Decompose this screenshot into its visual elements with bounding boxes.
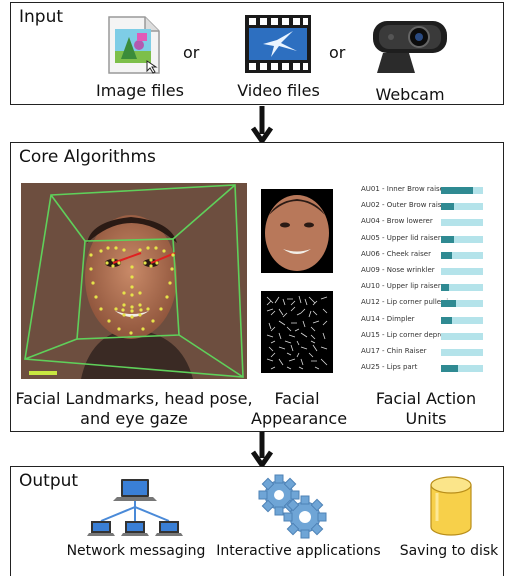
action-unit-name: AU04 - Brow lowerer [361,217,433,226]
action-unit-bar [441,349,483,356]
action-unit-name: AU25 - Lips part [361,363,418,372]
action-unit-bar [441,219,483,227]
appearance-label-line1: Facial [274,389,320,408]
action-unit-name: AU15 - Lip corner depres [361,330,448,339]
action-unit-row: AU04 - Brow lowerer [361,217,511,231]
action-unit-row: AU10 - Upper lip raiser [361,282,511,296]
action-unit-name: AU02 - Outer Brow raiser [361,201,449,210]
face-tracking-image [21,183,247,379]
core-algorithms-panel: Core Algorithms [10,142,504,432]
action-unit-row: AU06 - Cheek raiser [361,250,511,264]
action-unit-name: AU05 - Upper lid raiser [361,233,441,242]
action-unit-row: AU12 - Lip corner puller i [361,298,511,312]
action-unit-bar-fill [441,284,449,292]
au-label-line1: Facial Action [375,389,477,408]
action-unit-row: AU17 - Chin Raiser [361,347,511,361]
output-panel: Output [10,466,504,576]
action-unit-row: AU05 - Upper lid raiser [361,234,511,248]
action-unit-bar [441,268,483,275]
action-unit-row: AU09 - Nose wrinkler [361,266,511,280]
action-unit-bar [441,251,483,259]
saving-to-disk-label: Saving to disk [399,543,499,559]
appearance-label-line2: Appearance [251,409,348,428]
interactive-applications-label: Interactive applications [216,543,381,559]
action-unit-bar-fill [441,203,454,211]
action-unit-bar-fill [441,300,456,308]
down-arrow-icon [250,106,274,146]
database-icon [430,476,472,536]
action-unit-bar [441,235,483,243]
gears-icon [258,474,327,539]
video-files-label: Video files [237,81,320,100]
network-icon [87,479,183,536]
action-unit-name: AU01 - Inner Brow raiser [361,185,447,193]
hog-features-image [261,291,333,373]
action-unit-name: AU12 - Lip corner puller i [361,298,449,307]
network-messaging-label: Network messaging [66,543,206,559]
action-unit-bar [441,300,483,308]
action-unit-bar-fill [441,316,452,324]
core-title: Core Algorithms [19,147,156,167]
action-unit-name: AU10 - Upper lip raiser [361,282,441,291]
or-label-2: or [329,43,346,62]
action-unit-bar [441,284,483,292]
output-title: Output [19,471,79,491]
action-unit-bar-fill [441,251,452,259]
action-unit-bar [441,332,483,340]
action-unit-bar-fill [441,187,473,194]
webcam-icon [373,21,447,73]
input-title: Input [19,7,64,27]
action-unit-name: AU06 - Cheek raiser [361,249,431,258]
down-arrow-icon [250,432,274,470]
action-unit-bar [441,365,483,373]
action-unit-row: AU25 - Lips part [361,363,511,377]
action-unit-name: AU14 - Dimpler [361,314,415,323]
action-unit-name: AU17 - Chin Raiser [361,347,427,355]
action-unit-row: AU15 - Lip corner depres [361,331,511,345]
action-unit-name: AU09 - Nose wrinkler [361,266,435,274]
action-unit-bar-fill [441,365,458,373]
action-unit-bar [441,316,483,324]
video-file-icon [245,15,311,73]
landmarks-label-line1: Facial Landmarks, head pose, [15,389,253,408]
input-panel: Input or or Image files Video files Webc… [10,2,504,105]
webcam-label: Webcam [375,85,445,104]
action-unit-row: AU14 - Dimpler [361,315,511,329]
image-files-label: Image files [96,81,184,100]
au-label-line2: Units [405,409,447,428]
landmarks-label-line2: and eye gaze [80,409,188,428]
action-unit-bar [441,187,483,194]
action-unit-bar-fill [441,235,454,243]
action-unit-bar [441,203,483,211]
action-unit-row: AU01 - Inner Brow raiser [361,185,511,199]
aligned-face-image [261,189,333,273]
action-unit-row: AU02 - Outer Brow raiser [361,201,511,215]
image-file-icon [108,16,160,74]
or-label-1: or [183,43,200,62]
